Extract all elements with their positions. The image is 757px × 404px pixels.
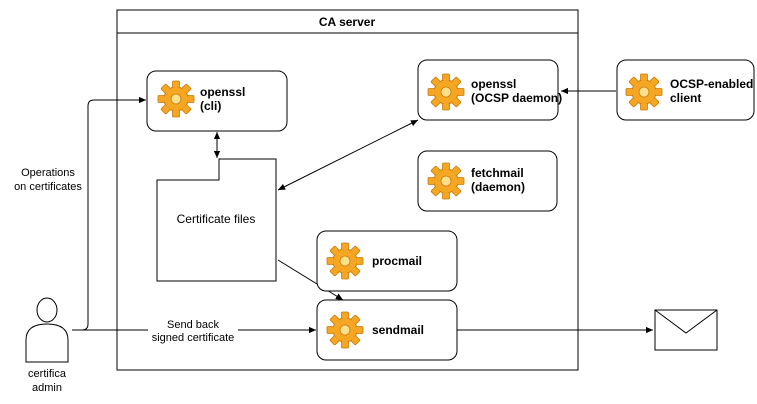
- openssl-ocsp-box[interactable]: openssl (OCSP daemon): [417, 59, 562, 121]
- svg-text:Certificate files: Certificate files: [177, 212, 256, 226]
- svg-text:fetchmail: fetchmail: [471, 166, 524, 180]
- gear-icon: [427, 162, 465, 200]
- svg-text:client: client: [670, 91, 701, 105]
- envelope-icon: [654, 309, 718, 351]
- svg-text:openssl: openssl: [471, 77, 516, 91]
- sendmail-box[interactable]: sendmail: [316, 299, 458, 361]
- svg-text:Send back: Send back: [167, 319, 219, 331]
- svg-text:on certificates: on certificates: [14, 181, 82, 193]
- gear-icon: [157, 80, 195, 118]
- svg-text:openssl: openssl: [200, 85, 245, 99]
- svg-text:(OCSP daemon): (OCSP daemon): [471, 91, 562, 105]
- procmail-box[interactable]: procmail: [316, 230, 458, 292]
- svg-text:(daemon): (daemon): [471, 180, 525, 194]
- svg-text:Operations: Operations: [21, 167, 75, 179]
- fetchmail-box[interactable]: fetchmail (daemon): [417, 150, 558, 212]
- send-back-label: Send back signed certificate: [148, 317, 238, 344]
- svg-text:signed certificate: signed certificate: [152, 332, 235, 344]
- svg-text:sendmail: sendmail: [372, 323, 424, 337]
- gear-icon: [625, 73, 663, 111]
- svg-text:(cli): (cli): [200, 99, 221, 113]
- svg-text:admin: admin: [32, 382, 62, 394]
- svg-text:certifica: certifica: [28, 368, 67, 380]
- gear-icon: [326, 311, 364, 349]
- edge-cert-files-to-sendmail: [277, 259, 344, 301]
- svg-text:procmail: procmail: [372, 254, 422, 268]
- operations-label: Operations on certificates: [12, 163, 84, 195]
- openssl-cli-box[interactable]: openssl (cli): [146, 70, 288, 132]
- gear-icon: [326, 242, 364, 280]
- certificate-admin-actor: certifica admin: [25, 297, 69, 394]
- ca-server-title: CA server: [319, 15, 376, 29]
- ocsp-client-box[interactable]: OCSP-enabled client: [616, 59, 755, 121]
- edge-ocsp-to-cert-files: [277, 119, 419, 191]
- person-icon: [25, 297, 69, 363]
- certificate-files-box[interactable]: Certificate files: [156, 158, 277, 282]
- svg-text:OCSP-enabled: OCSP-enabled: [670, 77, 753, 91]
- gear-icon: [427, 73, 465, 111]
